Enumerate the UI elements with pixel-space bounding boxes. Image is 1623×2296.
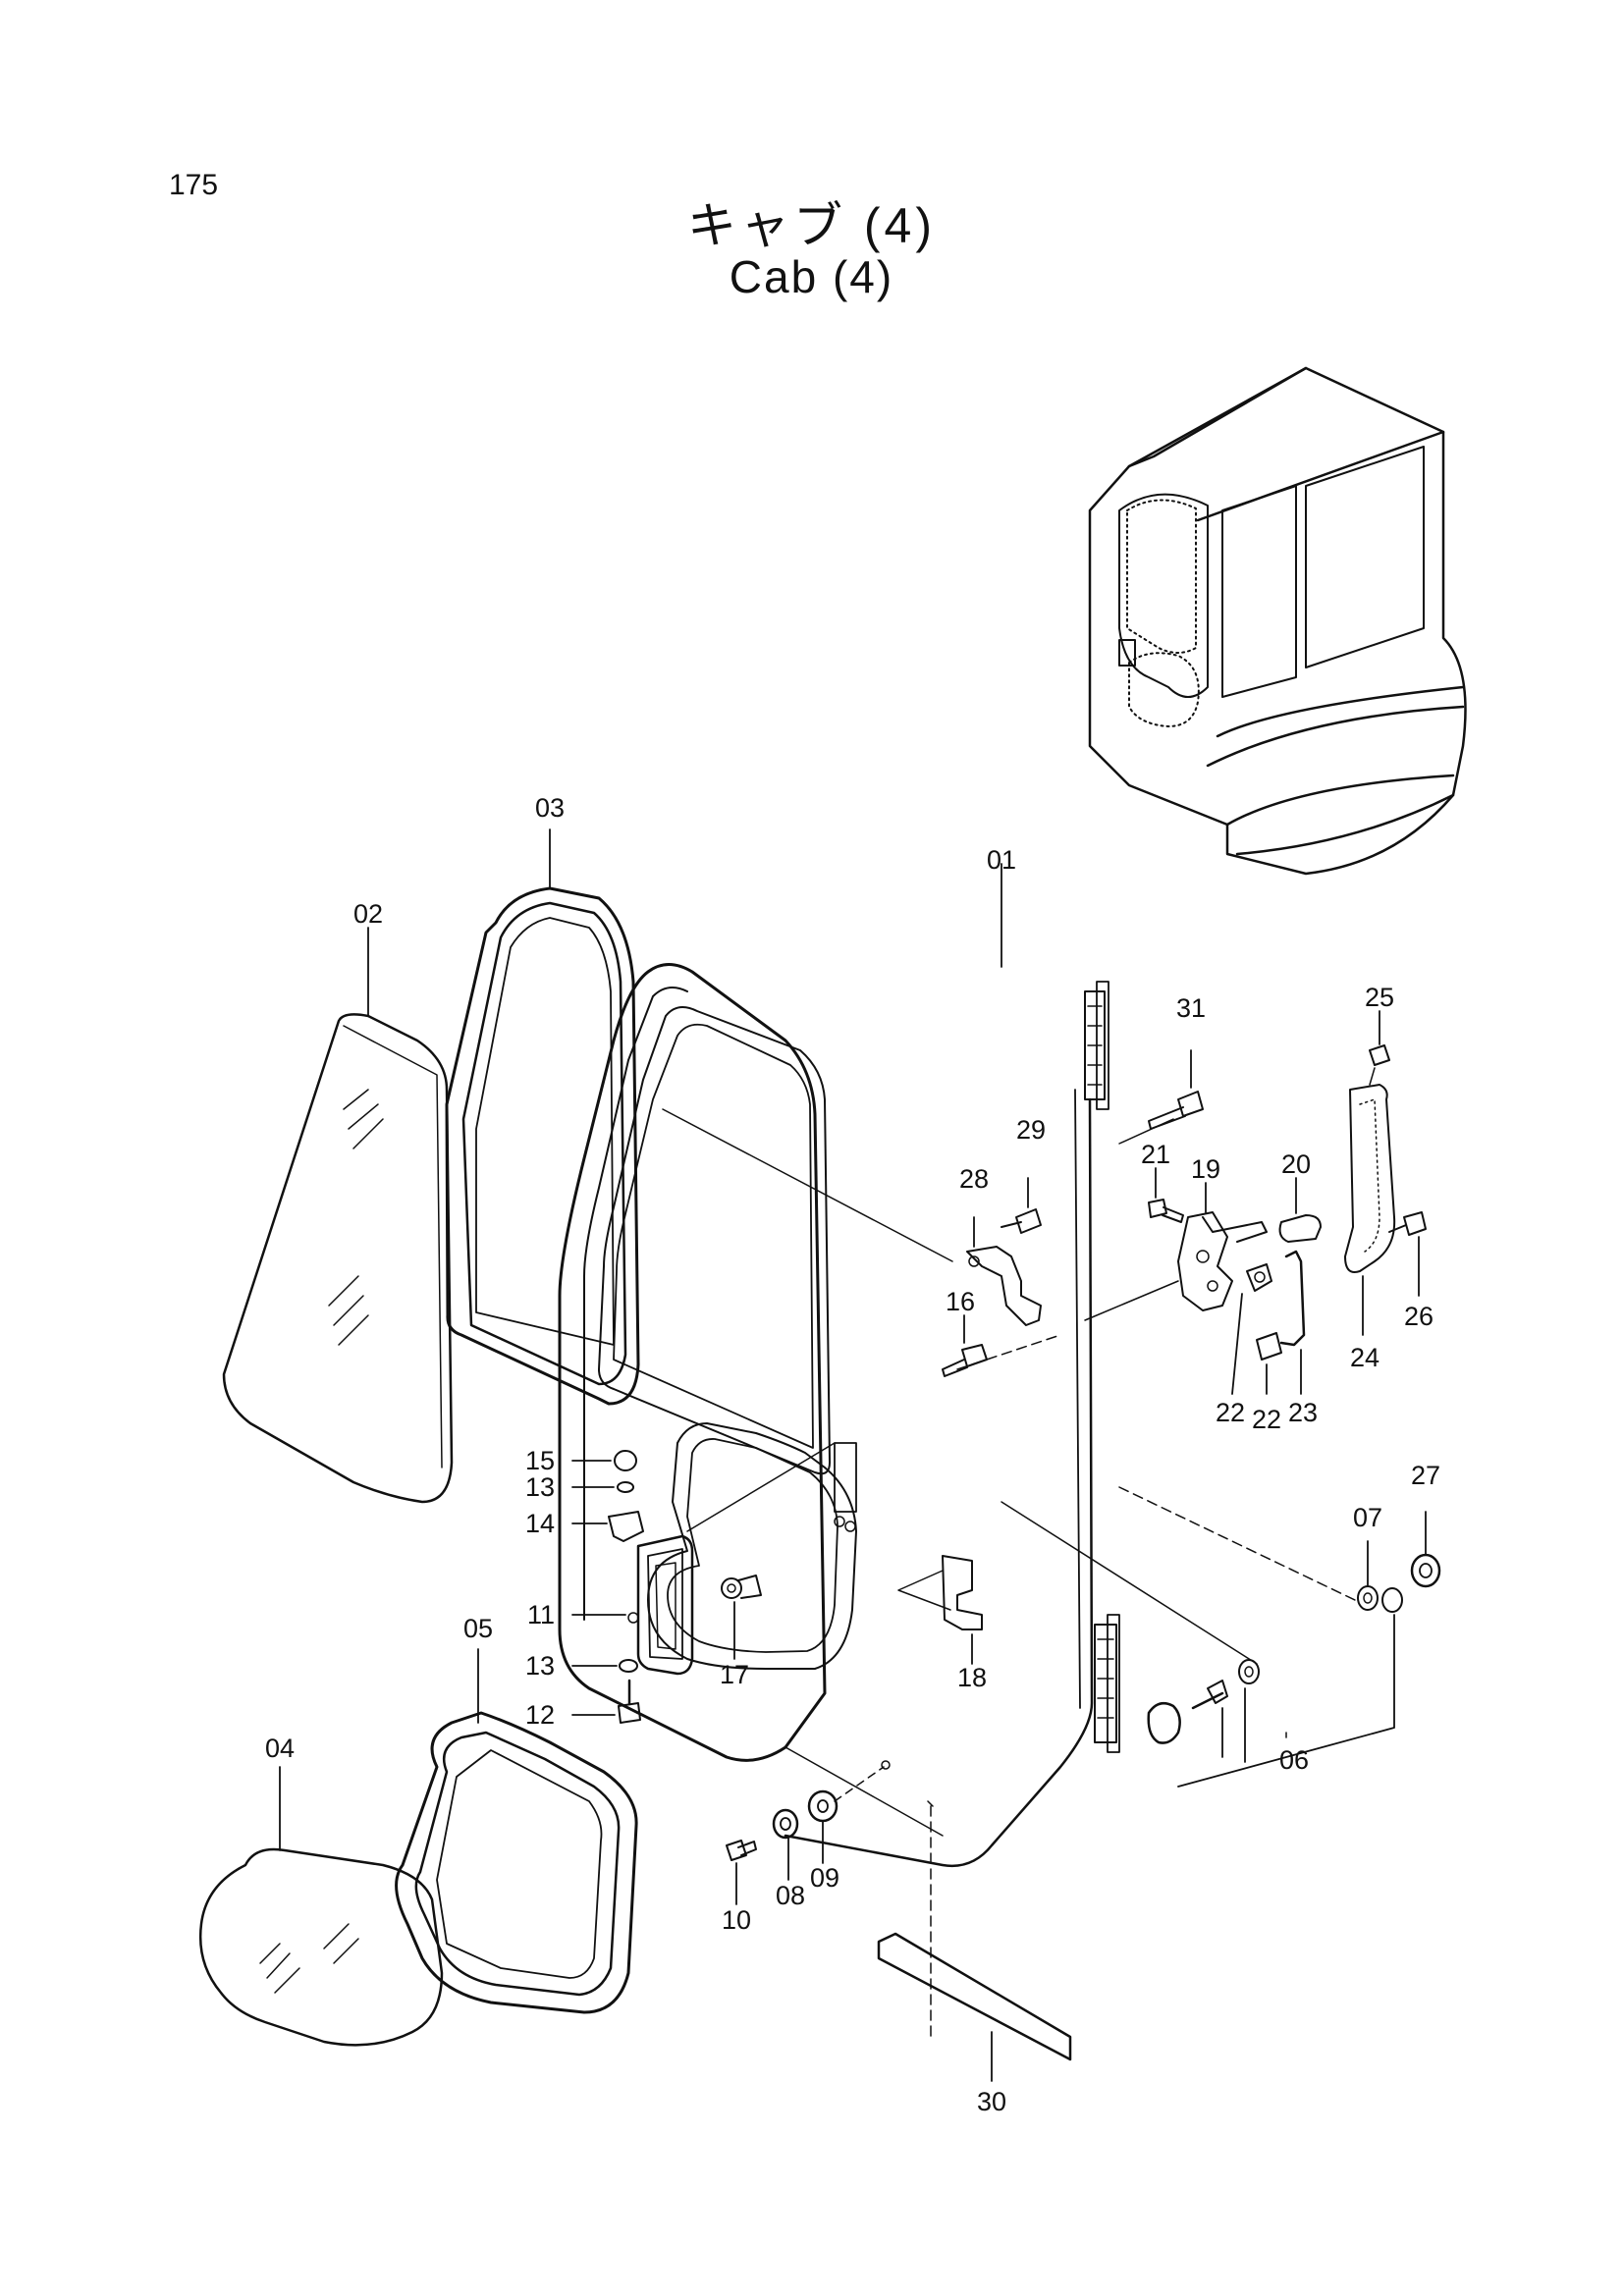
- page-number: 175: [169, 169, 219, 201]
- callout-04: 04: [265, 1734, 295, 1763]
- part-26-screw: [1388, 1211, 1427, 1297]
- callout-10: 10: [722, 1905, 751, 1935]
- callout-13-upper: 13: [525, 1472, 555, 1502]
- part-21-bolt: [1148, 1167, 1184, 1223]
- part-11-handle: [571, 1442, 836, 1676]
- callout-11: 11: [527, 1600, 555, 1629]
- callout-31: 31: [1176, 993, 1206, 1023]
- page-title-japanese: キャブ (4): [687, 198, 936, 253]
- part-29-bolt: [1001, 1177, 1042, 1234]
- page-title-english: Cab (4): [729, 251, 894, 302]
- part-28-bracket: [662, 1108, 1042, 1326]
- callout-19: 19: [1191, 1154, 1220, 1184]
- part-10-bolt: [726, 1840, 757, 1905]
- part-08-grommet: [772, 1808, 799, 1881]
- part-20-knob: [1278, 1177, 1322, 1243]
- part-16-bolt: [942, 1314, 1061, 1377]
- callout-07: 07: [1353, 1503, 1382, 1532]
- callout-15: 15: [525, 1446, 555, 1475]
- part-02-upper-glass: [222, 927, 454, 1504]
- callout-27: 27: [1411, 1461, 1440, 1490]
- callout-18: 18: [957, 1663, 987, 1692]
- part-04-lower-glass: [199, 1766, 444, 2047]
- callout-06: 06: [1279, 1745, 1309, 1775]
- part-13-washer-upper: [571, 1481, 634, 1493]
- cab-overview-inset: [1088, 366, 1467, 876]
- callout-01: 01: [987, 845, 1016, 875]
- callout-23: 23: [1288, 1398, 1318, 1427]
- part-27-grommet: [1410, 1511, 1441, 1588]
- part-05-lower-window-seal: [395, 1648, 638, 2014]
- callout-22-lower: 22: [1252, 1405, 1281, 1434]
- part-25-screw: [1369, 1010, 1390, 1086]
- callout-05: 05: [463, 1614, 493, 1643]
- part-03-upper-window-seal: [445, 828, 640, 1406]
- callout-08: 08: [776, 1881, 805, 1910]
- callout-03: 03: [535, 793, 565, 823]
- part-17-clip: [721, 1575, 762, 1660]
- callout-26: 26: [1404, 1302, 1434, 1331]
- callout-17: 17: [720, 1660, 749, 1689]
- callout-02: 02: [353, 899, 383, 929]
- callout-09: 09: [810, 1863, 839, 1893]
- part-01-door: [558, 863, 1120, 1868]
- part-31-screw: [1118, 1049, 1204, 1145]
- callout-13-lower: 13: [525, 1651, 555, 1681]
- callout-25: 25: [1365, 983, 1394, 1012]
- part-18-bracket: [897, 1555, 983, 1665]
- callout-24: 24: [1350, 1343, 1380, 1372]
- part-09-spacer: [807, 1760, 891, 1864]
- part-22-clip-lower: [1256, 1332, 1282, 1395]
- callout-21: 21: [1141, 1140, 1170, 1169]
- callout-20: 20: [1281, 1149, 1311, 1179]
- callout-22-upper: 22: [1216, 1398, 1245, 1427]
- part-15-nut: [571, 1450, 637, 1471]
- part-14-bracket: [571, 1511, 644, 1542]
- callout-16: 16: [946, 1287, 975, 1316]
- callout-12: 12: [525, 1700, 555, 1730]
- part-19-latch: [1084, 1182, 1268, 1321]
- part-13-washer-lower: [571, 1659, 638, 1673]
- callout-29: 29: [1016, 1115, 1046, 1145]
- part-07-washer: [1118, 1486, 1379, 1611]
- callout-30: 30: [977, 2087, 1006, 2116]
- part-24-cover: [1344, 1084, 1396, 1336]
- part-06-stopper-assembly: [1001, 1501, 1403, 1788]
- callout-labels: 03 02 01 31 25 29 20 21 19 28 26 16 24 2…: [265, 793, 1440, 2116]
- part-30-weatherstrip: [877, 1800, 1072, 2082]
- callout-14: 14: [525, 1509, 555, 1538]
- part-22-clip-upper: [1231, 1263, 1272, 1395]
- part-12-bolt: [571, 1679, 641, 1724]
- callout-28: 28: [959, 1164, 989, 1194]
- part-23-rod: [1279, 1250, 1306, 1395]
